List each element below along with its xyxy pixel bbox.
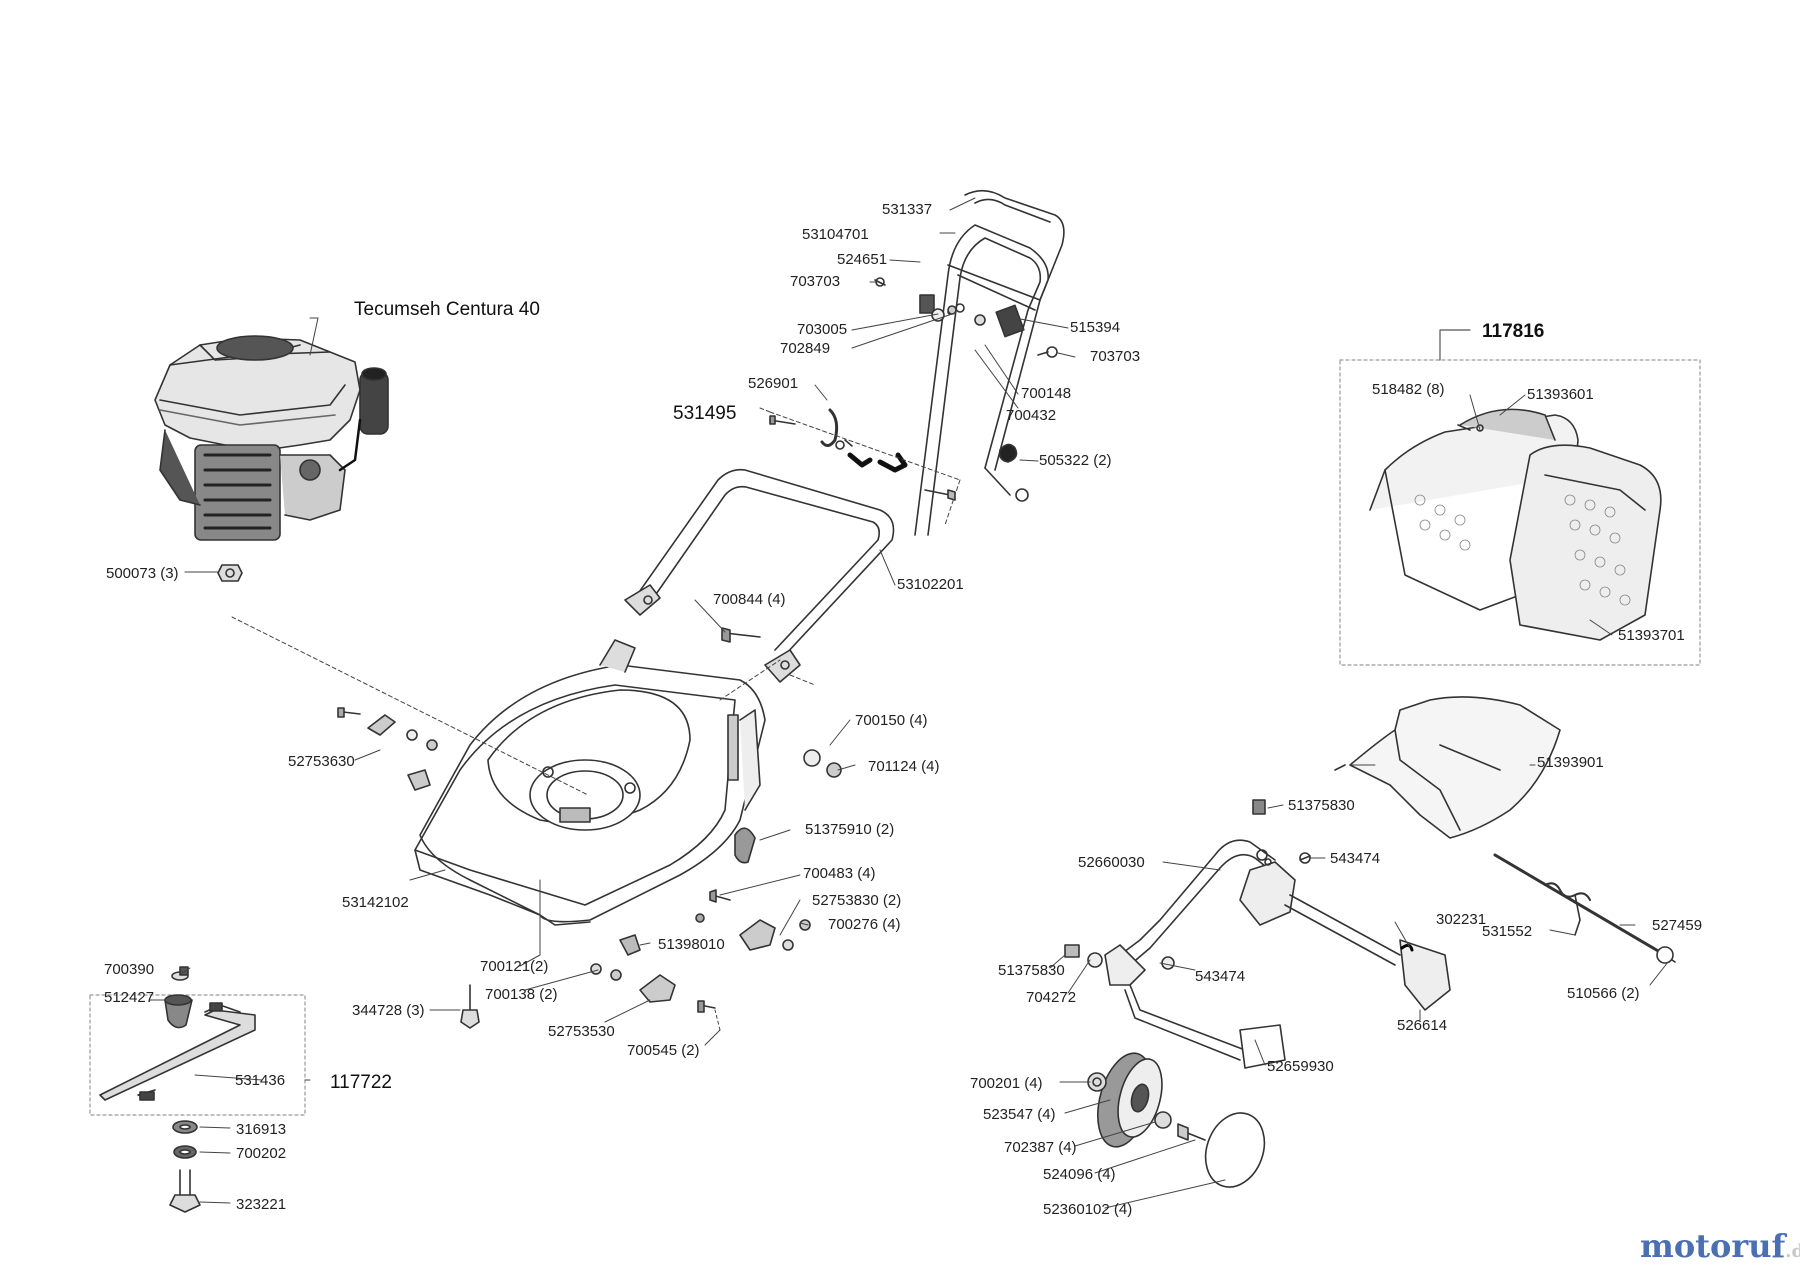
part-label: 518482 (8) [1372,381,1445,398]
part-label: 510566 (2) [1567,985,1640,1002]
rear-axle-illustration [1064,799,1451,1069]
part-label: 302231 [1436,911,1487,928]
part-label: 51393701 [1618,627,1685,644]
wheel-illustration [1087,1052,1266,1188]
upper-handle-illustration [874,189,1065,536]
part-label: 703703 [790,273,841,290]
part-label: 53142102 [342,894,409,911]
part-label: 703703 [1090,348,1141,365]
part-label: 51375910 (2) [805,821,895,838]
part-label: 51375830 [998,962,1065,979]
part-label: 316913 [236,1121,287,1138]
part-label: 700121(2) [480,958,549,975]
part-label: 526901 [748,375,799,392]
part-label: 700201 (4) [970,1075,1043,1092]
motoruf-watermark[interactable]: motoruf.de [1640,1230,1800,1262]
part-label: 700483 (4) [803,865,876,882]
part-label: 700432 [1006,407,1057,424]
part-label: 51398010 [658,936,725,953]
part-label: 515394 [1070,319,1121,336]
part-label: 531436 [235,1072,286,1089]
engine-label: Tecumseh Centura 40 [354,299,540,320]
part-label: 703005 [797,321,848,338]
part-label: 700202 [236,1145,287,1162]
part-label: 52659930 [1267,1058,1334,1075]
part-label: 523547 (4) [983,1106,1056,1123]
part-label: 704272 [1026,989,1077,1006]
part-label: 526614 [1397,1017,1448,1034]
engine-nut [217,564,243,582]
grass-bag-illustration [1369,408,1662,641]
part-label: 700276 (4) [828,916,901,933]
part-label: 524651 [837,251,888,268]
lower-handle-illustration [624,468,895,683]
part-label: 52660030 [1078,854,1145,871]
part-label: 52360102 (4) [1043,1201,1133,1218]
part-label: 700545 (2) [627,1042,700,1059]
part-label: 531337 [882,201,933,218]
part-label: 53104701 [802,226,869,243]
watermark-suffix: .de [1785,1241,1800,1262]
handle-kit-label: 531495 [673,403,737,424]
part-label: 701124 (4) [868,758,940,775]
part-label: 524096 (4) [1043,1166,1116,1183]
part-label: 344728 (3) [352,1002,425,1019]
mower-deck-illustration [414,639,766,926]
part-label: 702849 [780,340,831,357]
part-label: 51375830 [1288,797,1355,814]
part-label: 505322 (2) [1039,452,1112,469]
part-label: 512427 [104,989,155,1006]
leader-lines [149,197,1669,1209]
part-label: 700138 (2) [485,986,558,1003]
handle-small-parts [769,305,1018,501]
part-label: 700844 (4) [713,591,786,608]
part-label: 700150 (4) [855,712,928,729]
part-label: 51393601 [1527,386,1594,403]
part-label: 53102201 [897,576,964,593]
part-label: 527459 [1652,917,1703,934]
part-label: 543474 [1330,850,1381,867]
grass-bag-kit-label: 117816 [1482,321,1545,342]
part-label: 323221 [236,1196,287,1213]
blade-small-parts [164,971,201,1213]
blade-kit-label: 117722 [330,1072,392,1093]
part-label: 700148 [1021,385,1072,402]
blade-illustration [99,1002,256,1101]
discharge-flap-illustration [1334,696,1561,839]
part-label: 52753530 [548,1023,615,1040]
part-label: 543474 [1195,968,1246,985]
part-label: 531552 [1482,923,1533,940]
deck-small-parts [179,707,842,1029]
height-adjust-rod-illustration [1493,853,1676,964]
part-label: 500073 (3) [106,565,179,582]
part-label: 52753630 [288,753,355,770]
blade-kit-box [89,994,306,1116]
part-label: 700390 [104,961,155,978]
engine-illustration [154,335,389,541]
part-label: 702387 (4) [1004,1139,1077,1156]
watermark-text: motoruf [1640,1227,1786,1265]
part-label: 52753830 (2) [812,892,902,909]
part-label: 51393901 [1537,754,1604,771]
grass-bag-kit-box [1339,359,1701,666]
